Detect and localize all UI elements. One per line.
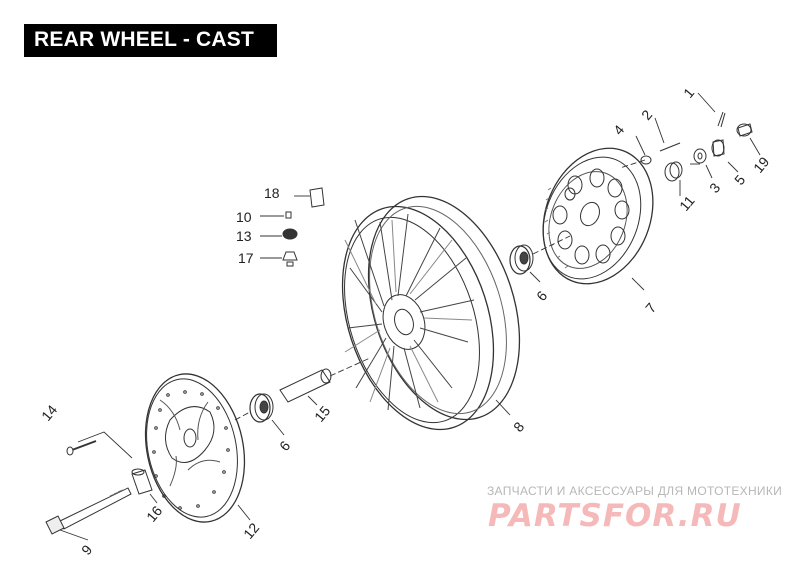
callout-3: 3 — [706, 180, 723, 196]
cast-wheel — [341, 195, 521, 431]
axle-spacer-15 — [279, 368, 332, 403]
screw-14 — [66, 440, 97, 456]
callout-2: 2 — [638, 107, 655, 123]
callout-7: 7 — [642, 300, 659, 316]
bearing-lower — [249, 393, 274, 423]
callout-19: 19 — [750, 154, 772, 176]
callout-5: 5 — [731, 172, 748, 188]
callout-8: 8 — [510, 419, 527, 435]
callout-6-upper: 6 — [533, 288, 550, 304]
small-parts-left — [282, 187, 325, 267]
bearing-upper — [509, 244, 534, 275]
callout-4: 4 — [610, 122, 627, 138]
callout-6-lower: 6 — [276, 438, 293, 454]
callout-1: 1 — [680, 85, 697, 101]
spacer-16 — [131, 468, 153, 495]
callout-14: 14 — [38, 402, 60, 424]
callout-18: 18 — [264, 185, 280, 201]
callout-15: 15 — [311, 403, 333, 425]
callout-16: 16 — [143, 503, 165, 525]
callout-12: 12 — [240, 520, 262, 542]
rear-pulley — [542, 147, 654, 285]
callout-13: 13 — [236, 228, 252, 244]
watermark-tagline: ЗАПЧАСТИ И АКСЕССУАРЫ ДЛЯ МОТОТЕХНИКИ — [487, 484, 783, 498]
callout-10: 10 — [236, 209, 252, 225]
axle — [45, 487, 132, 535]
watermark-logo: PARTSFOR.RU — [488, 498, 742, 534]
callout-17: 17 — [238, 250, 254, 266]
callout-11: 11 — [676, 192, 698, 214]
brake-disc — [144, 373, 246, 523]
callout-9: 9 — [78, 542, 95, 558]
leader-lines — [59, 92, 761, 541]
hardware-group — [640, 111, 753, 182]
title-banner: REAR WHEEL - CAST — [24, 24, 277, 57]
page-title: REAR WHEEL - CAST — [34, 28, 255, 51]
